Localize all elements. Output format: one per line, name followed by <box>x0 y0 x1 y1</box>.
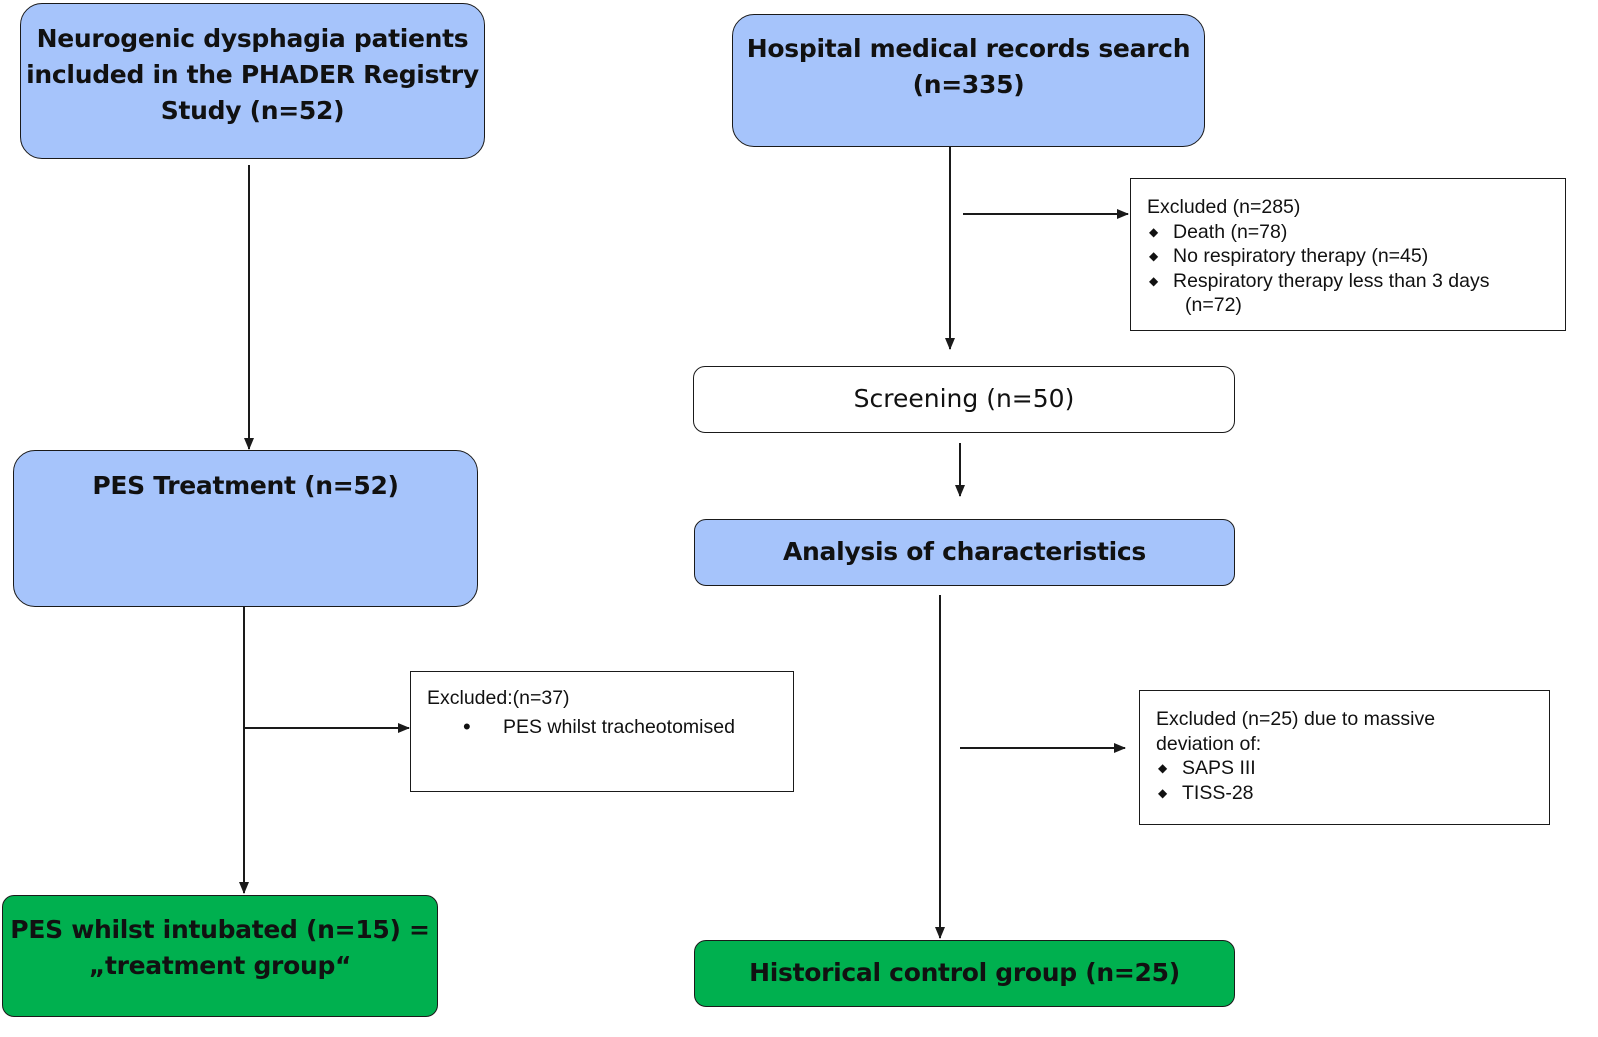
treatment-group-line-2: „treatment group“ <box>88 951 352 980</box>
analysis-excluded-item: ◆ SAPS III <box>1156 756 1549 781</box>
pes-treatment-label: PES Treatment (n=52) <box>92 471 399 500</box>
analysis-excluded-item: ◆ TISS-28 <box>1156 781 1549 806</box>
records-excluded-item: ◆ No respiratory therapy (n=45) <box>1147 244 1565 269</box>
treatment-group-line-1: PES whilst intubated (n=15) = <box>10 915 430 944</box>
screening-label: Screening (n=50) <box>853 384 1075 413</box>
diamond-bullet-icon: ◆ <box>1149 273 1159 288</box>
analysis-excluded-box: Excluded (n=25) due to massive deviation… <box>1139 690 1550 825</box>
bullet-icon: • <box>463 713 471 739</box>
treatment-group-box: PES whilst intubated (n=15) = „treatment… <box>2 895 438 1017</box>
analysis-excluded-heading-line-2: deviation of: <box>1156 732 1262 755</box>
records-excluded-item: ◆ Death (n=78) <box>1147 220 1565 245</box>
analysis-excluded-list: ◆ SAPS III ◆ TISS-28 <box>1156 756 1549 805</box>
registry-line-2: included in the PHADER Registry <box>26 60 479 89</box>
pes-excluded-heading: Excluded:(n=37) <box>427 687 570 709</box>
control-group-box: Historical control group (n=25) <box>694 940 1235 1007</box>
analysis-excluded-item-label: SAPS III <box>1182 757 1256 779</box>
screening-box: Screening (n=50) <box>693 366 1235 433</box>
records-search-line-2: (n=335) <box>912 70 1025 99</box>
pes-excluded-item: • PES whilst tracheotomised <box>427 713 793 740</box>
pes-excluded-list: • PES whilst tracheotomised <box>427 713 793 740</box>
records-excluded-box: Excluded (n=285) ◆ Death (n=78) ◆ No res… <box>1130 178 1566 331</box>
records-search-box: Hospital medical records search (n=335) <box>732 14 1205 147</box>
diamond-bullet-icon: ◆ <box>1158 785 1168 800</box>
records-excluded-item: ◆ Respiratory therapy less than 3 days <box>1147 269 1565 294</box>
diamond-bullet-icon: ◆ <box>1149 249 1159 263</box>
records-excluded-heading: Excluded (n=285) <box>1147 196 1301 218</box>
registry-box: Neurogenic dysphagia patients included i… <box>20 3 485 159</box>
control-group-label: Historical control group (n=25) <box>749 958 1180 987</box>
pes-treatment-box: PES Treatment (n=52) <box>13 450 478 607</box>
records-search-line-1: Hospital medical records search <box>746 34 1191 63</box>
registry-line-1: Neurogenic dysphagia patients <box>36 24 469 53</box>
pes-excluded-item-label: PES whilst tracheotomised <box>503 715 735 738</box>
analysis-excluded-item-label: TISS-28 <box>1182 781 1254 804</box>
records-excluded-item-label: No respiratory therapy (n=45) <box>1173 245 1429 267</box>
records-excluded-continuation: (n=72) <box>1185 294 1242 316</box>
records-excluded-item-label: Death (n=78) <box>1173 220 1288 243</box>
analysis-box: Analysis of characteristics <box>694 519 1235 586</box>
analysis-excluded-heading-line-1: Excluded (n=25) due to massive <box>1156 708 1436 730</box>
records-excluded-list: ◆ Death (n=78) ◆ No respiratory therapy … <box>1147 220 1565 294</box>
diamond-bullet-icon: ◆ <box>1158 761 1168 775</box>
records-excluded-item-label: Respiratory therapy less than 3 days <box>1173 269 1490 292</box>
registry-line-3: Study (n=52) <box>160 96 345 125</box>
diamond-bullet-icon: ◆ <box>1149 224 1159 239</box>
analysis-label: Analysis of characteristics <box>783 537 1146 566</box>
pes-excluded-box: Excluded:(n=37) • PES whilst tracheotomi… <box>410 671 794 792</box>
